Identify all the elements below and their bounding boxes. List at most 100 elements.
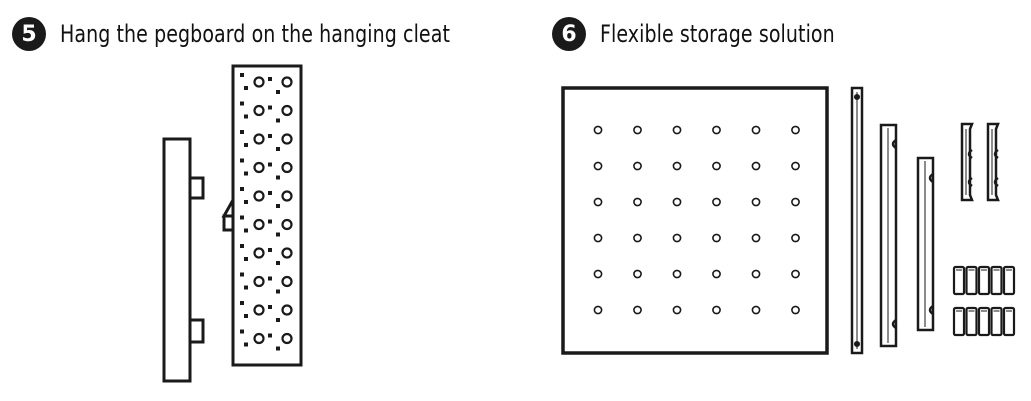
pegboard-hole — [751, 233, 761, 243]
peg-dot — [244, 114, 248, 119]
pegboard-side-view — [231, 64, 303, 367]
peg-dot — [244, 228, 248, 233]
peg-hook — [990, 306, 1003, 337]
peg-dot — [244, 257, 248, 261]
cleat-wall-panel — [162, 137, 192, 383]
pegboard-hole — [791, 197, 800, 207]
peg-hole — [281, 304, 293, 316]
peg-hole — [253, 304, 265, 316]
pegboard-hole — [751, 269, 761, 279]
peg-hole — [281, 76, 293, 88]
peg-dot — [240, 101, 244, 106]
step-6-title: Flexible storage solution — [600, 20, 835, 48]
pegboard-front-frame — [561, 86, 829, 355]
peg-dot — [276, 289, 280, 294]
pegboard-hole — [672, 269, 682, 279]
peg-hook — [952, 306, 966, 337]
peg-dot — [276, 232, 280, 237]
peg-hole — [253, 218, 265, 231]
peg-hole — [253, 190, 265, 202]
pegboard-hole-pattern — [240, 73, 293, 351]
peg-dot — [244, 342, 248, 347]
step-6-number-badge: 6 — [552, 17, 586, 51]
peg-dot — [240, 73, 244, 77]
peg-dot — [244, 171, 248, 176]
pegboard-edge-frame — [231, 64, 303, 367]
peg-hole — [281, 161, 293, 174]
pegboard-hole — [791, 161, 800, 171]
peg-dot — [240, 301, 244, 305]
pegboard-hole — [633, 197, 642, 207]
step-5-title: Hang the pegboard on the hanging cleat — [60, 20, 450, 48]
peg-dot — [268, 134, 272, 138]
peg-dot — [240, 329, 244, 334]
peg-hole — [253, 247, 265, 259]
pegboard-hole — [633, 161, 642, 171]
pegboard-hole — [712, 269, 721, 279]
peg-dot — [276, 261, 280, 265]
shelf-brackets — [960, 122, 1000, 202]
pegboard-hole — [672, 197, 682, 207]
peg-hole — [253, 161, 265, 174]
peg-hole — [253, 332, 265, 345]
peg-dot — [268, 219, 272, 224]
peg-dot — [268, 191, 272, 195]
pegboard-hole — [712, 197, 721, 207]
pegboard-hole — [672, 233, 682, 243]
peg-hole — [281, 104, 293, 117]
peg-hole — [281, 332, 293, 345]
peg-dot — [268, 77, 272, 81]
peg-hook — [1002, 265, 1016, 296]
pegboard-hole — [593, 161, 603, 171]
pegboard-hole — [751, 161, 761, 171]
peg-hole — [253, 104, 265, 117]
peg-hook — [990, 265, 1003, 296]
peg-dot — [244, 314, 248, 318]
cleat-lower-lip — [188, 318, 205, 344]
peg-hole — [281, 133, 293, 145]
pegboard-hole — [633, 125, 642, 135]
peg-dot — [268, 305, 272, 309]
pegboard-hole — [633, 305, 642, 315]
long-rail — [850, 86, 864, 355]
pegboard-hole — [672, 125, 682, 135]
pegboard-hole — [672, 305, 682, 315]
peg-hole — [253, 76, 265, 88]
cleat-upper-lip — [188, 176, 205, 200]
pegboard-front-view — [561, 86, 829, 355]
peg-dot — [276, 118, 280, 123]
peg-dot — [244, 86, 248, 90]
peg-dot — [244, 200, 248, 204]
peg-hook — [965, 265, 978, 296]
pegboard-hole — [712, 125, 721, 135]
peg-hook — [952, 265, 966, 296]
pegboard-hole — [751, 125, 761, 135]
peg-dot — [276, 147, 280, 151]
peg-hooks — [952, 265, 1016, 337]
step-5-number-badge: 5 — [12, 17, 46, 51]
peg-dot — [244, 143, 248, 147]
pegboard-hole — [791, 269, 800, 279]
short-rail — [916, 156, 935, 332]
peg-hole — [253, 133, 265, 145]
pegboard-hole — [593, 305, 603, 315]
peg-dot — [276, 90, 280, 94]
peg-dot — [268, 333, 272, 338]
peg-dot — [276, 175, 280, 180]
pegboard-hole — [791, 125, 800, 135]
pegboard-hole — [633, 269, 642, 279]
peg-dot — [268, 162, 272, 167]
peg-hook — [977, 306, 991, 337]
pegboard-hole — [751, 197, 761, 207]
wall-cleat-profile — [162, 137, 235, 383]
pegboard-hole — [751, 305, 761, 315]
pegboard-hole — [593, 269, 603, 279]
pegboard-hole — [593, 125, 603, 135]
peg-hole — [253, 275, 265, 288]
step-6-header: 6 Flexible storage solution — [552, 17, 867, 51]
peg-dot — [240, 215, 244, 220]
pegboard-hole — [712, 305, 721, 315]
pegboard-hole — [633, 233, 642, 243]
peg-dot — [276, 318, 280, 322]
